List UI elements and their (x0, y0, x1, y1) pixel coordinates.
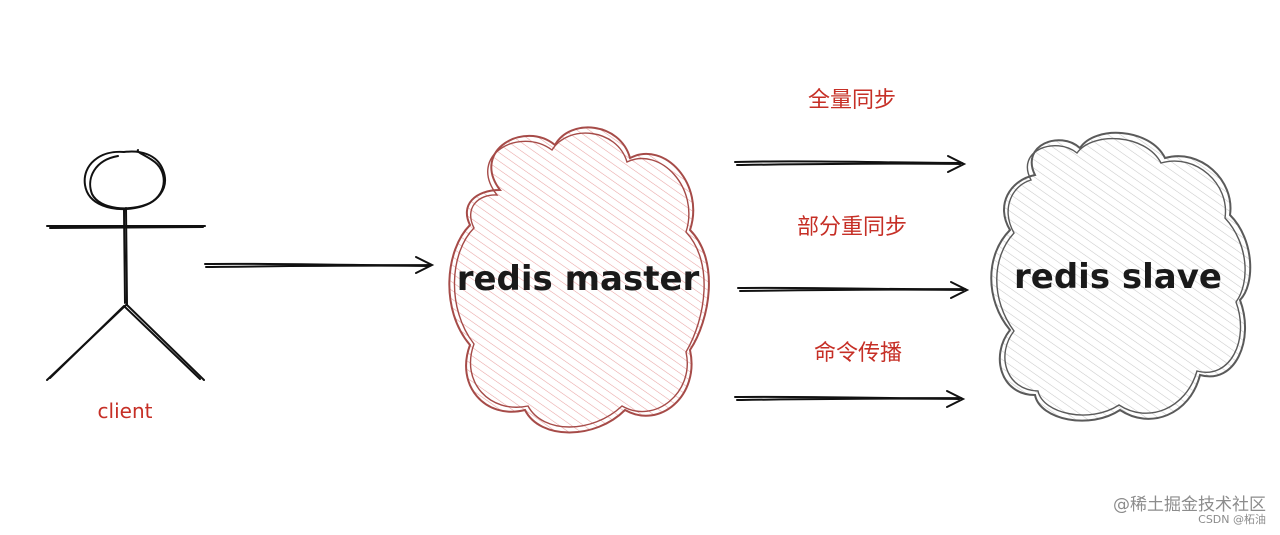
redis-slave-cloud (990, 131, 1252, 422)
actor-head-sketch (89, 149, 165, 210)
client-to-master-arrow (204, 256, 435, 274)
partial-resync-arrow (737, 281, 970, 299)
actor-right-leg (126, 304, 205, 381)
full-sync-arrow (734, 155, 967, 173)
command-propagation-arrow (734, 390, 966, 408)
watermark-author: CSDN @柘油 (1198, 513, 1266, 526)
full-sync-label: 全量同步 (808, 88, 896, 113)
client-label: client (98, 399, 153, 423)
redis-master-cloud (448, 126, 710, 434)
actor-body (125, 207, 128, 306)
redis-master-label: redis master (457, 259, 700, 299)
partial-resync-label: 部分重同步 (797, 215, 907, 240)
watermark-site: @稀土掘金技术社区 (1113, 495, 1266, 515)
redis-slave-label: redis slave (1014, 257, 1222, 297)
actor-left-leg-sketch (49, 305, 125, 379)
actor-arms-sketch (49, 226, 204, 229)
actor-right-leg-sketch (124, 306, 201, 380)
client-actor-figure (46, 149, 206, 381)
command-propagation-label: 命令传播 (814, 341, 902, 366)
actor-body-sketch (123, 209, 126, 304)
